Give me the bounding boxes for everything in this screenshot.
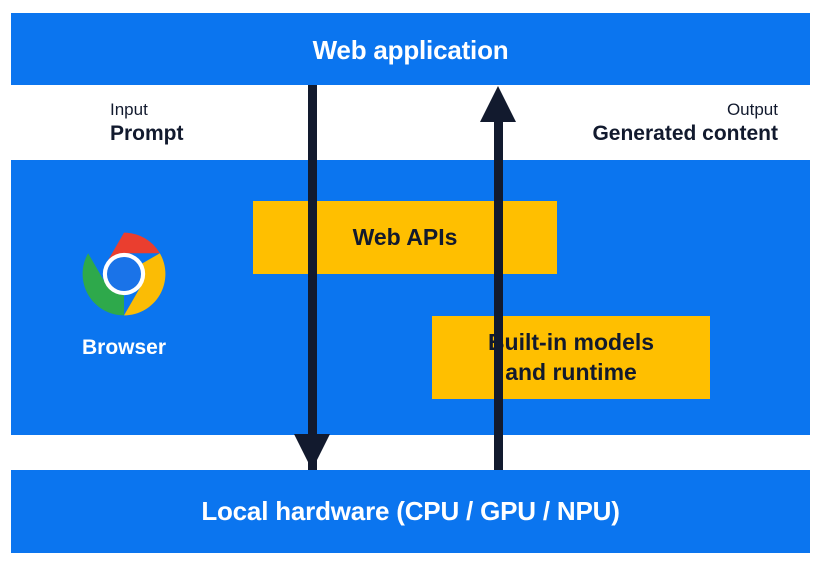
web-apis-box[interactable]: Web APIs: [253, 201, 557, 274]
local-hardware-label: Local hardware (CPU / GPU / NPU): [201, 496, 620, 526]
web-apis-label: Web APIs: [352, 223, 458, 250]
chrome-logo-icon: [82, 232, 166, 316]
local-hardware-band: Local hardware (CPU / GPU / NPU): [11, 470, 810, 553]
builtin-models-box[interactable]: Built-in models and runtime: [432, 316, 710, 399]
output-flow-arrow-up-head: [480, 86, 516, 122]
web-application-band: Web application: [11, 13, 810, 85]
builtin-models-label: Built-in models and runtime: [488, 328, 654, 387]
input-kind-label: Input: [110, 100, 148, 119]
input-flow-arrow-down-head: [294, 434, 330, 470]
input-flow-arrow-down-shaft: [308, 85, 317, 471]
output-kind-label: Output: [726, 100, 778, 119]
web-application-label: Web application: [312, 35, 509, 65]
output-value-label: Generated content: [592, 121, 778, 145]
output-flow-arrow-up-shaft: [494, 110, 503, 470]
builtin-models-line2: and runtime: [505, 358, 637, 385]
input-value-label: Prompt: [110, 121, 184, 145]
builtin-models-line1: Built-in models: [487, 329, 655, 356]
output-caption: Output Generated content: [592, 100, 778, 146]
browser-label: Browser: [81, 336, 167, 359]
browser-group: Browser: [60, 228, 188, 360]
input-caption: Input Prompt: [110, 100, 184, 146]
